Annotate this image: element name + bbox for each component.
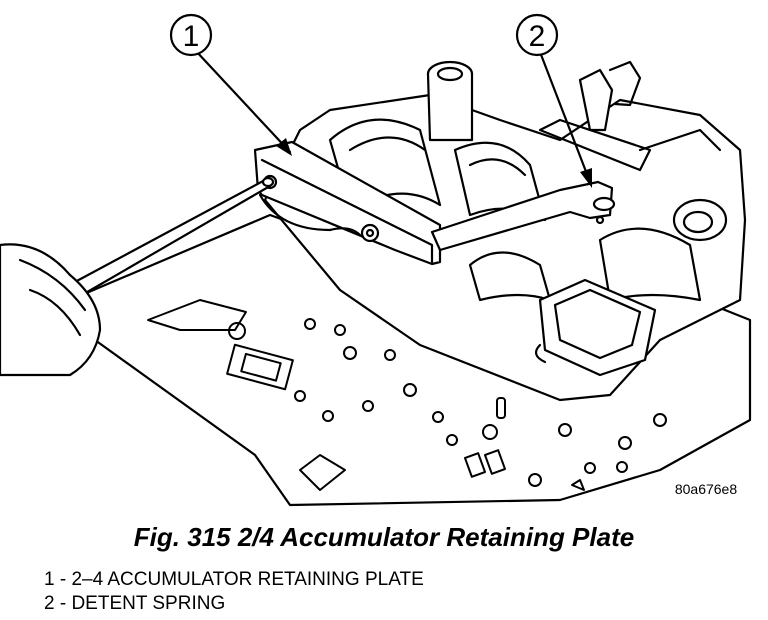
accumulator-pocket <box>538 278 657 377</box>
legend-item-1: 1 - 2–4 ACCUMULATOR RETAINING PLATE <box>44 569 424 590</box>
callout-2-leader <box>538 50 592 184</box>
figure-caption: Fig. 315 2/4 Accumulator Retaining Plate <box>133 522 635 552</box>
accumulator-plate-illustration: 1 2 80a676e8 <box>0 13 752 507</box>
callout-1-circle <box>169 13 213 57</box>
callout-2-circle <box>515 13 559 57</box>
detent-spring <box>430 180 614 252</box>
callout-2-label: 2 <box>529 20 546 53</box>
legend-item-2: 2 - DETENT SPRING <box>44 593 226 614</box>
legend: 1 - 2–4 ACCUMULATOR RETAINING PLATE 2 - … <box>44 568 424 616</box>
callout-1-label: 1 <box>183 20 200 53</box>
plate-holes <box>147 299 667 491</box>
hand <box>0 243 102 377</box>
figure-code: 80a676e8 <box>675 481 738 497</box>
callout-1-leader <box>193 48 292 154</box>
